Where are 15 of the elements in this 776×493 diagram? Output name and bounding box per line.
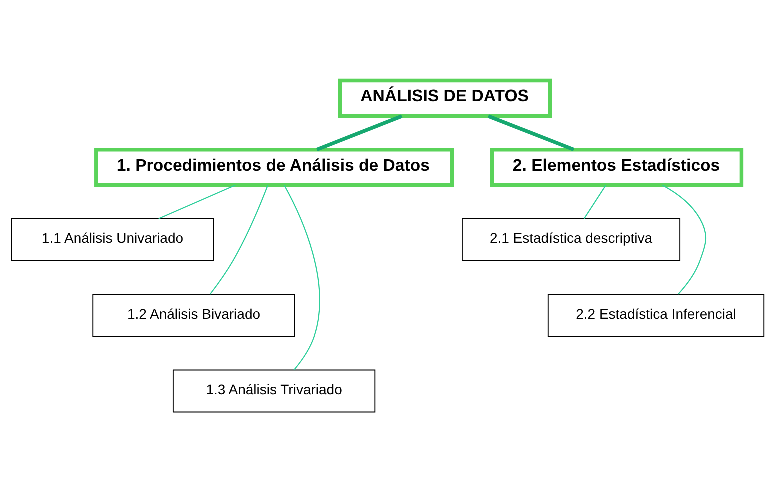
node-box: 2.1 Estadística descriptiva [462,218,681,262]
connector [584,185,606,220]
connector [284,185,320,371]
node-box: 1.3 Análisis Trivariado [172,370,376,413]
node-box: ANÁLISIS DE DATOS [338,78,552,118]
node-box: 2. Elementos Estadísticos [490,148,744,188]
connector [316,114,403,152]
node-box: 2.2 Estadística Inferencial [548,294,765,338]
node-box: 1.1 Análisis Univariado [11,218,214,262]
node-box: 1. Procedimientos de Análisis de Datos [94,148,454,188]
connector [210,185,269,295]
connector [662,185,706,295]
connector [488,114,575,152]
node-box: 1.2 Análisis Bivariado [92,294,296,338]
connector [158,184,236,220]
